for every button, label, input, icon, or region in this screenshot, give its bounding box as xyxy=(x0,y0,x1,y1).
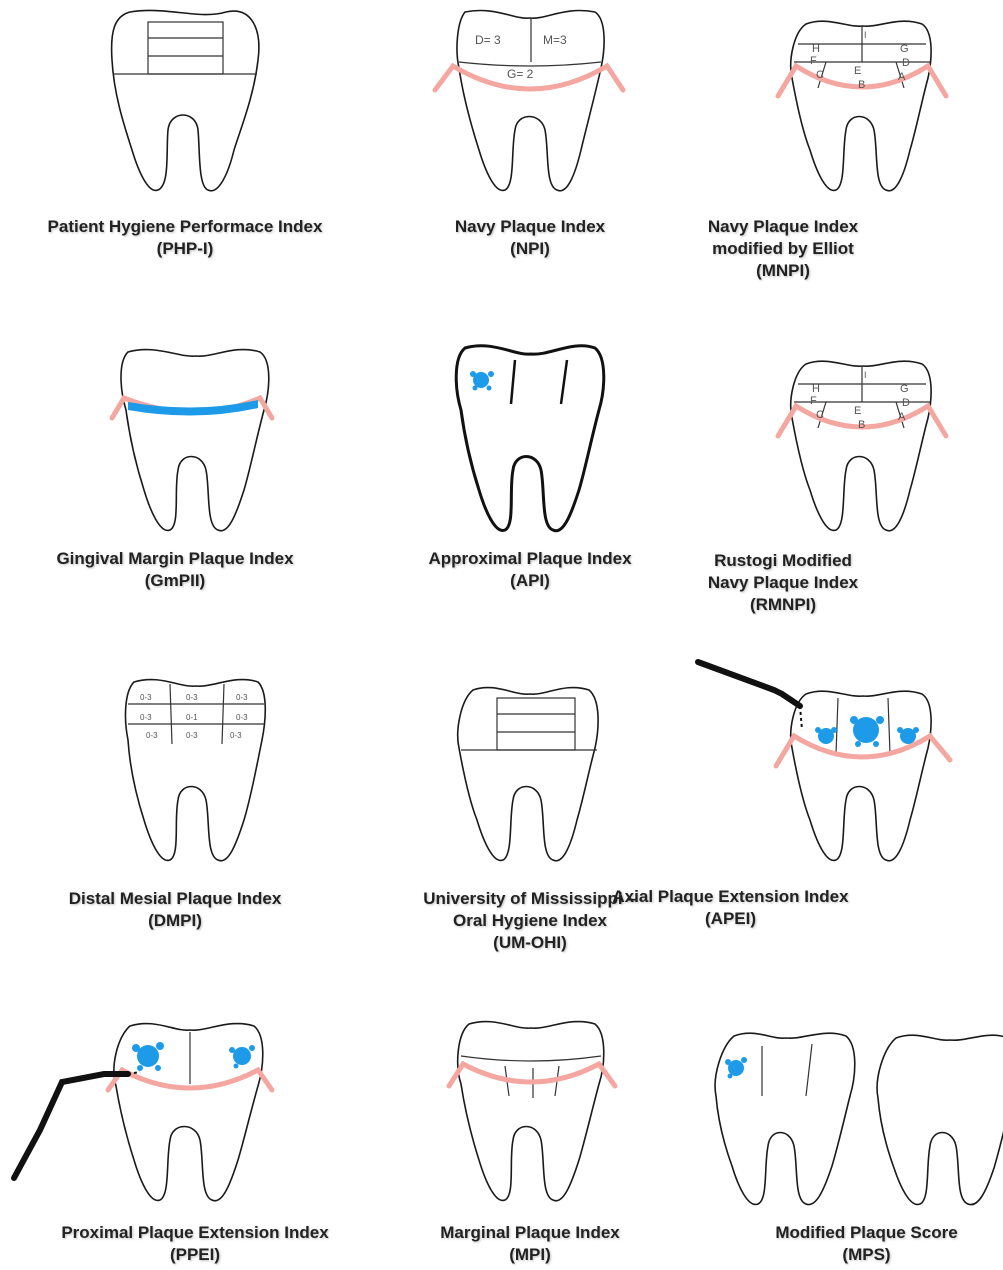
dmpi-label-6: 0-3 xyxy=(236,713,248,722)
tooth-mnpi-diagram: H G F D E C A B I xyxy=(678,0,1003,200)
caption-rmnpi-line3: (RMNPI) xyxy=(598,594,968,616)
tooth-um-ohi-diagram xyxy=(345,670,715,870)
caption-um-ohi-line3: (UM-OHI) xyxy=(345,932,715,954)
tooth-mpi-diagram xyxy=(345,1010,715,1210)
mnpi-label-b: B xyxy=(858,79,865,91)
rmnpi-label-b: B xyxy=(858,419,865,431)
dmpi-label-3: 0-3 xyxy=(236,693,248,702)
probe-instrument-icon xyxy=(698,662,800,706)
caption-mpi-line2: (MPI) xyxy=(345,1244,715,1266)
panel-gmpii: Gingival Margin Plaque Index (GmPII) xyxy=(10,340,380,610)
panel-rmnpi: H G F D E C A B I Rustogi Modified Navy … xyxy=(678,340,1003,630)
caption-mps-line2: (MPS) xyxy=(715,1244,1003,1266)
panel-mps: Modified Plaque Score (MPS) xyxy=(700,1010,1003,1270)
dmpi-label-1: 0-3 xyxy=(140,693,152,702)
mnpi-label-g: G xyxy=(900,43,909,55)
mnpi-label-c: C xyxy=(816,69,824,81)
dmpi-label-5: 0-1 xyxy=(186,713,198,722)
rmnpi-label-g: G xyxy=(900,383,909,395)
caption-mpi-line1: Marginal Plaque Index xyxy=(345,1222,715,1244)
caption-ppei-line1: Proximal Plaque Extension Index xyxy=(5,1222,385,1244)
tooth-npi-diagram: D= 3 M=3 G= 2 xyxy=(345,0,715,200)
caption-mnpi-line1: Navy Plaque Index xyxy=(598,216,968,238)
panel-dmpi: 0-3 0-3 0-3 0-3 0-1 0-3 0-3 0-3 0-3 Dist… xyxy=(10,670,380,940)
panel-ppei: Proximal Plaque Extension Index (PPEI) xyxy=(0,1010,380,1270)
caption-mnpi-line2: modified by Elliot xyxy=(598,238,968,260)
panel-mnpi: H G F D E C A B I Navy Plaque Index modi… xyxy=(678,0,1003,300)
rmnpi-label-a: A xyxy=(898,411,906,423)
panel-mpi: Marginal Plaque Index (MPI) xyxy=(345,1010,715,1270)
caption-apei-line1: Axial Plaque Extension Index xyxy=(568,886,893,908)
caption-mps-line1: Modified Plaque Score xyxy=(715,1222,1003,1244)
caption-rmnpi-line1: Rustogi Modified xyxy=(598,550,968,572)
dmpi-label-9: 0-3 xyxy=(230,731,242,740)
caption-gmpii-line1: Gingival Margin Plaque Index xyxy=(0,548,360,570)
mnpi-label-a: A xyxy=(898,71,906,83)
mnpi-label-f: F xyxy=(810,55,817,67)
dmpi-label-4: 0-3 xyxy=(140,713,152,722)
rmnpi-label-f: F xyxy=(810,395,817,407)
caption-dmpi-line1: Distal Mesial Plaque Index xyxy=(0,888,360,910)
rmnpi-label-e: E xyxy=(854,405,861,417)
caption-gmpii-line2: (GmPII) xyxy=(0,570,360,592)
mnpi-label-h: H xyxy=(812,43,820,55)
dmpi-label-8: 0-3 xyxy=(186,731,198,740)
npi-label-d: D= 3 xyxy=(475,33,501,47)
npi-label-g: G= 2 xyxy=(507,67,534,81)
tooth-ppei-diagram xyxy=(0,1010,380,1210)
tooth-api-diagram xyxy=(345,340,715,540)
tooth-php-i-diagram xyxy=(0,0,370,200)
tooth-rmnpi-diagram: H G F D E C A B I xyxy=(678,340,1003,540)
mnpi-label-e: E xyxy=(854,65,861,77)
dmpi-label-2: 0-3 xyxy=(186,693,198,702)
rmnpi-label-d: D xyxy=(902,397,910,409)
caption-dmpi-line2: (DMPI) xyxy=(0,910,360,932)
dmpi-label-7: 0-3 xyxy=(146,731,158,740)
caption-php-i-line2: (PHP-I) xyxy=(0,238,370,260)
caption-mnpi-line3: (MNPI) xyxy=(598,260,968,282)
caption-php-i-line1: Patient Hygiene Performace Index xyxy=(0,216,370,238)
panel-apei: Axial Plaque Extension Index (APEI) xyxy=(678,650,1003,950)
tooth-mps-diagram xyxy=(700,1010,1003,1210)
tooth-dmpi-diagram: 0-3 0-3 0-3 0-3 0-1 0-3 0-3 0-3 0-3 xyxy=(10,670,380,870)
tooth-apei-diagram xyxy=(678,650,1003,870)
npi-label-m: M=3 xyxy=(543,33,567,47)
rmnpi-label-c: C xyxy=(816,409,824,421)
caption-ppei-line2: (PPEI) xyxy=(5,1244,385,1266)
rmnpi-label-h: H xyxy=(812,383,820,395)
mnpi-label-d: D xyxy=(902,57,910,69)
rmnpi-label-i: I xyxy=(864,370,867,380)
caption-apei-line2: (APEI) xyxy=(568,908,893,930)
panel-php-i: Patient Hygiene Performace Index (PHP-I) xyxy=(0,0,370,280)
tooth-gmpii-diagram xyxy=(10,340,380,540)
caption-rmnpi-line2: Navy Plaque Index xyxy=(598,572,968,594)
mnpi-label-i: I xyxy=(864,30,867,40)
